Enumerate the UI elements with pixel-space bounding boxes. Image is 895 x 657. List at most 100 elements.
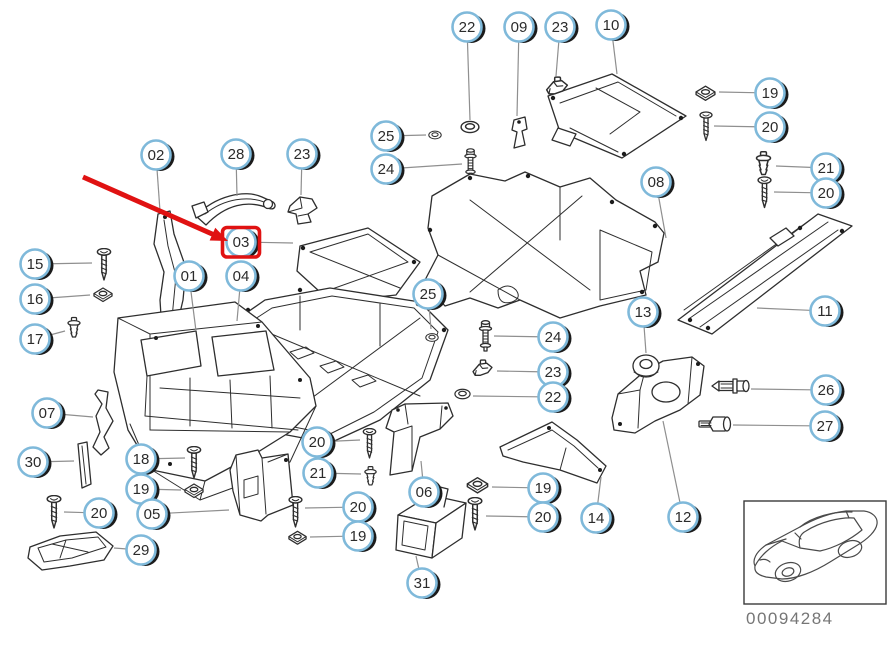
callout-03-20[interactable]: 03 — [225, 226, 260, 259]
callout-circle[interactable] — [31, 397, 63, 429]
callout-circle[interactable] — [544, 11, 576, 43]
callout-circle[interactable] — [140, 139, 172, 171]
callout-19-43[interactable]: 19 — [527, 472, 562, 505]
callout-21-38[interactable]: 21 — [302, 457, 337, 490]
callout-circle[interactable] — [754, 111, 786, 143]
callout-circle[interactable] — [810, 374, 842, 406]
callout-circle[interactable] — [754, 77, 786, 109]
callout-20-39[interactable]: 20 — [342, 491, 377, 524]
callout-circle[interactable] — [667, 501, 699, 533]
callout-circle[interactable] — [17, 446, 49, 478]
callout-14-14[interactable]: 14 — [580, 502, 615, 535]
callout-18-28[interactable]: 18 — [125, 443, 160, 476]
callout-26-10[interactable]: 26 — [810, 374, 845, 407]
leader-line-23-35 — [496, 370, 538, 373]
callout-circle[interactable] — [136, 498, 168, 530]
callout-circle[interactable] — [595, 9, 627, 41]
callout-circle[interactable] — [527, 501, 559, 533]
callout-16-24[interactable]: 16 — [19, 283, 54, 316]
callout-23-35[interactable]: 23 — [537, 356, 572, 389]
leader-line-23-2 — [555, 42, 560, 77]
callout-31-42[interactable]: 31 — [406, 567, 441, 600]
part-20-screw-center — [362, 428, 377, 459]
callout-09-1[interactable]: 09 — [503, 11, 538, 44]
callout-19-29[interactable]: 19 — [125, 473, 160, 506]
callout-circle[interactable] — [302, 457, 334, 489]
callout-20-37[interactable]: 20 — [301, 426, 336, 459]
callout-circle[interactable] — [286, 138, 318, 170]
callout-30-27[interactable]: 30 — [17, 446, 52, 479]
part-03-center-panel — [296, 227, 421, 303]
callout-13-12[interactable]: 13 — [627, 296, 662, 329]
callout-23-19[interactable]: 23 — [286, 138, 321, 171]
callout-circle[interactable] — [370, 153, 402, 185]
part-22-washer-top — [460, 120, 480, 134]
callout-24-34[interactable]: 24 — [537, 321, 572, 354]
callout-25-15[interactable]: 25 — [370, 120, 405, 153]
callout-circle[interactable] — [19, 248, 51, 280]
callout-circle[interactable] — [640, 166, 672, 198]
callout-circle[interactable] — [537, 321, 569, 353]
callout-circle[interactable] — [451, 11, 483, 43]
callout-circle[interactable] — [406, 567, 438, 599]
callout-24-16[interactable]: 24 — [370, 153, 405, 186]
callout-label: 12 — [675, 509, 692, 526]
callout-circle[interactable] — [19, 283, 51, 315]
leader-line-26-10 — [750, 388, 811, 391]
leader-line-23-19 — [300, 169, 303, 196]
callout-20-30[interactable]: 20 — [83, 497, 118, 530]
callout-circle[interactable] — [220, 138, 252, 170]
callout-circle[interactable] — [412, 278, 444, 310]
parts-artwork: 00094284 — [27, 73, 887, 628]
part-22-washer-mid — [454, 388, 471, 400]
callout-07-26[interactable]: 07 — [31, 397, 66, 430]
leader-line-12-13 — [662, 420, 681, 502]
callout-circle[interactable] — [301, 426, 333, 458]
callout-20-7[interactable]: 20 — [810, 177, 845, 210]
leader-line-19-29 — [156, 488, 182, 491]
leader-line-11-9 — [756, 307, 810, 311]
callout-circle[interactable] — [809, 295, 841, 327]
callout-10-3[interactable]: 10 — [595, 9, 630, 42]
callout-20-44[interactable]: 20 — [527, 501, 562, 534]
callout-19-40[interactable]: 19 — [342, 520, 377, 553]
callout-23-2[interactable]: 23 — [544, 11, 579, 44]
callout-25-33[interactable]: 25 — [412, 278, 447, 311]
callout-17-25[interactable]: 17 — [19, 323, 54, 356]
callout-11-9[interactable]: 11 — [809, 295, 844, 328]
callout-label: 08 — [648, 174, 665, 191]
callout-29-32[interactable]: 29 — [125, 534, 160, 567]
callout-circle[interactable] — [408, 476, 440, 508]
callout-19-4[interactable]: 19 — [754, 77, 789, 110]
callout-22-36[interactable]: 22 — [537, 381, 572, 414]
callout-circle[interactable] — [627, 296, 659, 328]
part-24-bolt-top — [464, 148, 477, 178]
callout-01-21[interactable]: 01 — [173, 260, 208, 293]
callout-02-17[interactable]: 02 — [140, 139, 175, 172]
callout-circle[interactable] — [537, 381, 569, 413]
callout-28-18[interactable]: 28 — [220, 138, 255, 171]
callout-06-41[interactable]: 06 — [408, 476, 443, 509]
callout-circle[interactable] — [19, 323, 51, 355]
callout-circle[interactable] — [225, 260, 257, 292]
callout-circle[interactable] — [83, 497, 115, 529]
callout-08-8[interactable]: 08 — [640, 166, 675, 199]
callout-15-23[interactable]: 15 — [19, 248, 54, 281]
callout-04-22[interactable]: 04 — [225, 260, 260, 293]
callout-05-31[interactable]: 05 — [136, 498, 171, 531]
callout-circle[interactable] — [503, 11, 535, 43]
callout-circle[interactable] — [342, 520, 374, 552]
callout-27-11[interactable]: 27 — [809, 410, 844, 443]
part-16-clipnut — [93, 287, 113, 303]
callout-circle[interactable] — [809, 410, 841, 442]
callout-circle[interactable] — [580, 502, 612, 534]
callout-circle[interactable] — [125, 534, 157, 566]
leader-line-20-30 — [63, 511, 84, 514]
callout-22-0[interactable]: 22 — [451, 11, 486, 44]
callout-circle[interactable] — [173, 260, 205, 292]
callout-circle[interactable] — [370, 120, 402, 152]
callout-circle[interactable] — [810, 177, 842, 209]
callout-12-13[interactable]: 12 — [667, 501, 702, 534]
callout-20-5[interactable]: 20 — [754, 111, 789, 144]
leader-line-19-43 — [491, 486, 528, 489]
